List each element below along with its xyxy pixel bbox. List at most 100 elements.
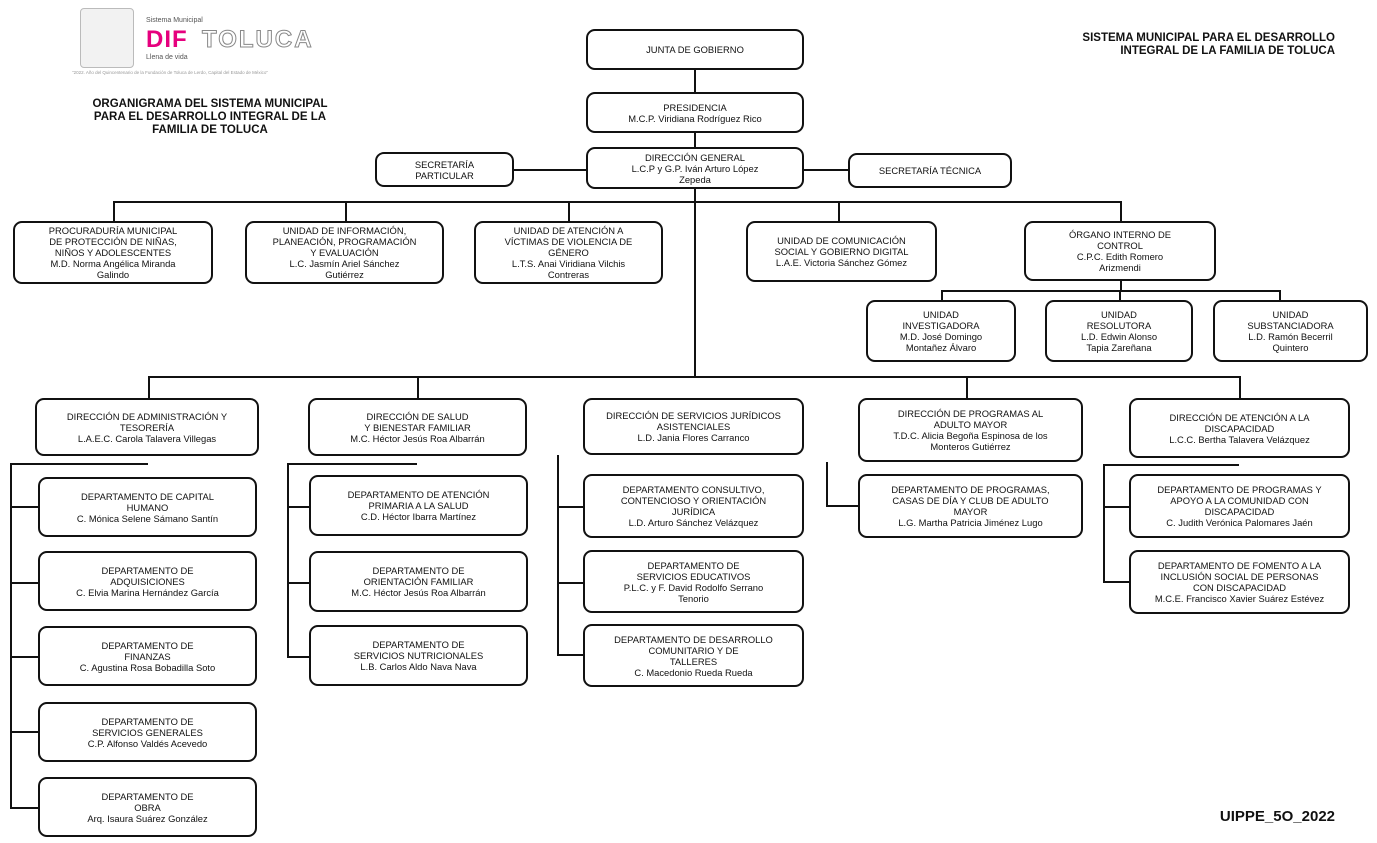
- node-title: PRESIDENCIA: [663, 101, 727, 113]
- connector-line: [1239, 376, 1241, 398]
- connector-line: [148, 376, 150, 398]
- node-secretaria-particular: SECRETARÍA PARTICULAR: [375, 152, 514, 187]
- node-title: JUNTA DE GOBIERNO: [646, 44, 744, 55]
- logo-sistema-label: Sistema Municipal: [146, 17, 203, 24]
- node-title: DEPARTAMENTO DE FOMENTO A LA INCLUSIÓN S…: [1157, 560, 1322, 593]
- node-holder: C. Elvia Marina Hernández García: [76, 586, 219, 598]
- node-procuraduria: PROCURADURÍA MUNICIPAL DE PROTECCIÓN DE …: [13, 221, 213, 284]
- connector-line: [557, 506, 583, 508]
- node-direccion-general: DIRECCIÓN GENERAL L.C.P y G.P. Iván Artu…: [586, 147, 804, 189]
- dif-toluca-logo: Sistema Municipal DIF TOLUCA Llena de vi…: [72, 8, 350, 78]
- connector-line: [10, 506, 38, 508]
- node-holder: C. Agustina Rosa Bobadilla Soto: [79, 661, 216, 673]
- node-direccion-administracion: DIRECCIÓN DE ADMINISTRACIÓN Y TESORERÍA …: [35, 398, 259, 456]
- connector-line: [113, 201, 1120, 203]
- node-holder: L.A.E.C. Carola Talavera Villegas: [77, 432, 217, 444]
- connector-line: [826, 462, 828, 506]
- connector-line: [10, 807, 38, 809]
- node-direccion-salud: DIRECCIÓN DE SALUD Y BIENESTAR FAMILIAR …: [308, 398, 527, 456]
- node-title: DEPARTAMENTO DE OBRA: [101, 790, 194, 813]
- node-holder: L.D. Arturo Sánchez Velázquez: [628, 517, 759, 528]
- node-title: DIRECCIÓN DE ADMINISTRACIÓN Y TESORERÍA: [66, 410, 228, 433]
- node-title: DEPARTAMENTO DE SERVICIOS EDUCATIVOS: [636, 559, 751, 582]
- node-holder: L.D. Ramón Becerril Quintero: [1248, 331, 1333, 353]
- connector-line: [1120, 201, 1122, 223]
- node-title: DIRECCIÓN DE SALUD Y BIENESTAR FAMILIAR: [364, 410, 471, 433]
- node-holder: L.C. Jasmín Ariel Sánchez Gutiérrez: [289, 258, 400, 280]
- node-title: DEPARTAMENTO DE PROGRAMAS Y APOYO A LA C…: [1157, 484, 1322, 517]
- node-holder: C.P.C. Edith Romero Arizmendi: [1076, 251, 1164, 273]
- connector-line: [802, 169, 848, 171]
- node-holder: M.D. José Domingo Montañez Álvaro: [899, 331, 983, 353]
- connector-line: [694, 189, 696, 377]
- node-title: UNIDAD SUBSTANCIADORA: [1247, 309, 1334, 331]
- node-title: UNIDAD DE COMUNICACIÓN SOCIAL Y GOBIERNO…: [774, 235, 909, 257]
- node-direccion-discapacidad: DIRECCIÓN DE ATENCIÓN A LA DISCAPACIDAD …: [1129, 398, 1350, 458]
- connector-line: [966, 376, 968, 398]
- connector-line: [557, 455, 559, 656]
- node-unidad-informacion: UNIDAD DE INFORMACIÓN, PLANEACIÓN, PROGR…: [245, 221, 444, 284]
- node-dep-servicios-generales: DEPARTAMENTO DE SERVICIOS GENERALES C.P.…: [38, 702, 257, 762]
- node-dep-finanzas: DEPARTAMENTO DE FINANZAS C. Agustina Ros…: [38, 626, 257, 686]
- node-title: DEPARTAMENTO DE PROGRAMAS, CASAS DE DÍA …: [891, 484, 1050, 517]
- node-title: DIRECCIÓN DE ATENCIÓN A LA DISCAPACIDAD: [1169, 411, 1310, 434]
- node-title: DEPARTAMENTO DE SERVICIOS GENERALES: [92, 715, 203, 738]
- node-secretaria-tecnica: SECRETARÍA TÉCNICA: [848, 153, 1012, 188]
- node-title: DEPARTAMENTO CONSULTIVO, CONTENCIOSO Y O…: [620, 484, 767, 517]
- node-holder: L.A.E. Victoria Sánchez Gómez: [775, 257, 908, 268]
- node-holder: P.L.C. y F. David Rodolfo Serrano Tenori…: [623, 581, 764, 604]
- node-dep-consultivo: DEPARTAMENTO CONSULTIVO, CONTENCIOSO Y O…: [583, 474, 804, 538]
- node-unidad-resolutora: UNIDAD RESOLUTORA L.D. Edwin Alonso Tapi…: [1045, 300, 1193, 362]
- connector-line: [568, 201, 570, 223]
- node-dep-servicios-nutricionales: DEPARTAMENTO DE SERVICIOS NUTRICIONALES …: [309, 625, 528, 686]
- node-unidad-comunicacion: UNIDAD DE COMUNICACIÓN SOCIAL Y GOBIERNO…: [746, 221, 937, 282]
- node-dep-obra: DEPARTAMENTO DE OBRA Arq. Isaura Suárez …: [38, 777, 257, 837]
- node-holder: C. Judith Verónica Palomares Jaén: [1166, 517, 1313, 528]
- node-direccion-juridicos: DIRECCIÓN DE SERVICIOS JURÍDICOS ASISTEN…: [583, 398, 804, 455]
- node-dep-atencion-primaria: DEPARTAMENTO DE ATENCIÓN PRIMARIA A LA S…: [309, 475, 528, 536]
- node-title: UNIDAD DE INFORMACIÓN, PLANEACIÓN, PROGR…: [272, 225, 417, 258]
- connector-line: [941, 290, 1281, 292]
- connector-line: [838, 201, 840, 223]
- node-dep-desarrollo-comunitario: DEPARTAMENTO DE DESARROLLO COMUNITARIO Y…: [583, 624, 804, 687]
- node-unidad-investigadora: UNIDAD INVESTIGADORA M.D. José Domingo M…: [866, 300, 1016, 362]
- logo-brand-city: TOLUCA: [202, 26, 314, 54]
- logo-motto: "2022. Año del Quincentenario de la Fund…: [72, 70, 268, 75]
- connector-line: [10, 463, 12, 809]
- connector-line: [287, 506, 309, 508]
- node-title: UNIDAD INVESTIGADORA: [902, 309, 980, 331]
- node-unidad-substanciadora: UNIDAD SUBSTANCIADORA L.D. Ramón Becerri…: [1213, 300, 1368, 362]
- connector-line: [10, 731, 38, 733]
- node-holder: M.C. Héctor Jesús Roa Albarrán: [350, 432, 485, 444]
- node-holder: L.D. Edwin Alonso Tapia Zareñana: [1080, 331, 1158, 353]
- node-title: DIRECCIÓN DE PROGRAMAS AL ADULTO MAYOR: [897, 408, 1044, 430]
- node-title: DEPARTAMENTO DE FINANZAS: [101, 639, 194, 662]
- node-unidad-victimas: UNIDAD DE ATENCIÓN A VÍCTIMAS DE VIOLENC…: [474, 221, 663, 284]
- node-title: DEPARTAMENTO DE ORIENTACIÓN FAMILIAR: [363, 565, 474, 587]
- node-dep-adquisiciones: DEPARTAMENTO DE ADQUISICIONES C. Elvia M…: [38, 551, 257, 611]
- connector-line: [287, 463, 289, 658]
- node-holder: M.C. Héctor Jesús Roa Albarrán: [351, 587, 486, 598]
- node-title: DEPARTAMENTO DE DESARROLLO COMUNITARIO Y…: [614, 633, 773, 667]
- connector-line: [1103, 506, 1129, 508]
- node-holder: C.P. Alfonso Valdés Acevedo: [87, 737, 208, 749]
- connector-line: [10, 656, 38, 658]
- node-title: DIRECCIÓN DE SERVICIOS JURÍDICOS ASISTEN…: [606, 410, 781, 432]
- node-holder: M.C.P. Viridiana Rodríguez Rico: [628, 112, 762, 124]
- connector-line: [1279, 290, 1281, 300]
- node-title: SECRETARÍA TÉCNICA: [878, 165, 982, 176]
- node-title: DIRECCIÓN GENERAL: [644, 151, 746, 163]
- connector-line: [694, 70, 696, 92]
- node-holder: M.D. Norma Angélica Miranda Galindo: [50, 258, 176, 280]
- node-title: DEPARTAMENTO DE CAPITAL HUMANO: [80, 490, 214, 513]
- node-dep-capital-humano: DEPARTAMENTO DE CAPITAL HUMANO C. Mónica…: [38, 477, 257, 537]
- node-holder: L.C.P y G.P. Iván Arturo López Zepeda: [631, 162, 759, 185]
- connector-line: [287, 463, 417, 465]
- node-organo-interno-control: ÓRGANO INTERNO DE CONTROL C.P.C. Edith R…: [1024, 221, 1216, 281]
- connector-line: [417, 376, 419, 398]
- connector-line: [1119, 290, 1121, 300]
- connector-line: [514, 169, 586, 171]
- node-holder: L.D. Jania Flores Carranco: [637, 432, 750, 443]
- node-holder: C. Mónica Selene Sámano Santín: [76, 512, 219, 524]
- node-title: PROCURADURÍA MUNICIPAL DE PROTECCIÓN DE …: [48, 225, 178, 258]
